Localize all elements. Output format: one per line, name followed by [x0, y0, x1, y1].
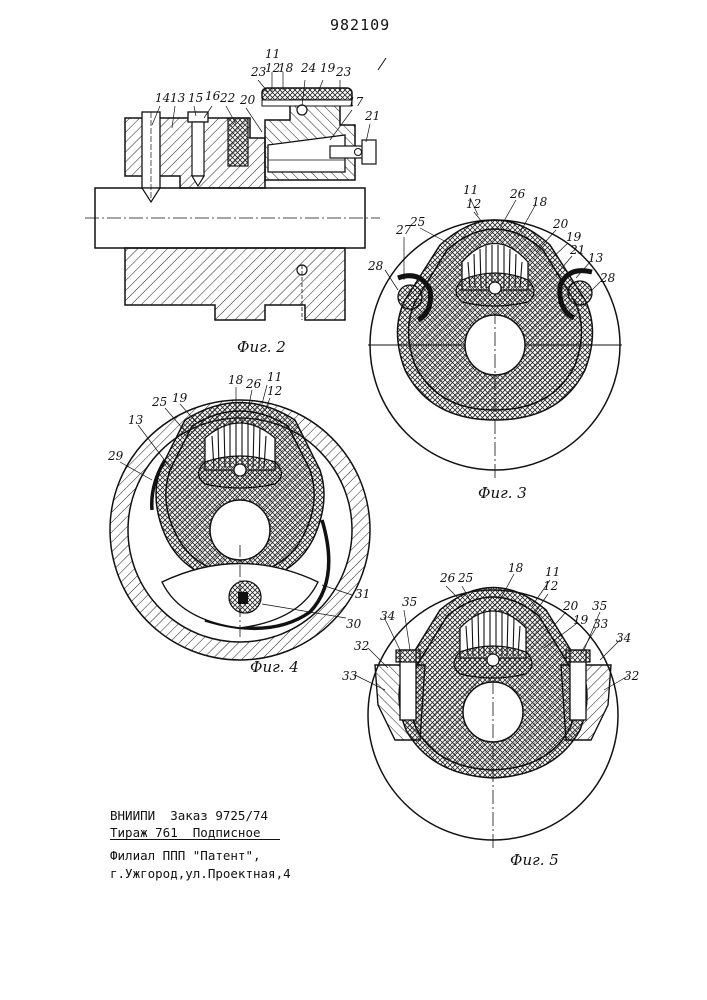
fig3-label: 19	[566, 230, 582, 244]
imprint-line-1: ВНИИПИ Заказ 9725/74	[110, 808, 268, 823]
fig3-roller-right	[568, 281, 592, 305]
fig2-label: 18	[278, 61, 294, 75]
fig4-label: 30	[346, 617, 362, 631]
fig4-label: 25	[151, 395, 167, 409]
imprint-divider	[110, 839, 280, 840]
fig4-label: 12	[267, 384, 282, 398]
fig3-label: 28	[599, 271, 616, 285]
imprint-line-3: Филиал ППП "Патент",	[110, 848, 261, 863]
fig5-label: 18	[508, 561, 524, 575]
fig2-label: 22	[219, 91, 235, 105]
fig5-caption: Фиг. 5	[510, 851, 559, 869]
fig3-label: 21	[569, 243, 585, 257]
fig4-label: 11	[267, 370, 282, 384]
fig5-label: 33	[593, 617, 609, 631]
fig5-label: 32	[354, 639, 369, 653]
fig5-label: 35	[592, 599, 607, 613]
fig3-label: 11	[463, 183, 478, 197]
fig2-label: 21	[364, 109, 380, 123]
fig3-label: 28	[367, 259, 384, 273]
fig3-label: 18	[532, 195, 548, 209]
fig2-label: 16	[205, 89, 221, 103]
fig5-label: 33	[342, 669, 358, 683]
fig3-label: 13	[588, 251, 604, 265]
fig2-label: 15	[188, 91, 203, 105]
fig5-label: 34	[616, 631, 631, 645]
fig5-label: 25	[457, 571, 473, 585]
fig4-label: 19	[172, 391, 188, 405]
fig2-label: 23	[335, 65, 352, 79]
fig4-label: 18	[228, 373, 244, 387]
figure-3: 11 12 26 18 25 20 19 27 21 13 28 28 Фиг.…	[367, 183, 622, 502]
fig2-label: 24	[300, 61, 316, 75]
imprint-line-4: г.Ужгород,ул.Проектная,4	[110, 866, 291, 881]
fig2-label: 17	[348, 95, 364, 109]
fig5-label: 26	[439, 571, 456, 585]
fig2-label: 13	[170, 91, 186, 105]
fig5-label: 12	[543, 579, 558, 593]
fig4-label: 26	[245, 377, 262, 391]
fig5-label: 34	[380, 609, 395, 623]
fig2-label: 20	[239, 93, 256, 107]
hub-body-lower	[125, 248, 345, 320]
fig4-label: 29	[107, 449, 124, 463]
fig2-label: 11	[265, 47, 280, 61]
figure-4: 18 26 11 12 25 19 13 29 31 30 Фиг. 4	[107, 370, 370, 676]
fig4-label: 31	[355, 587, 370, 601]
fig3-label: 12	[466, 197, 481, 211]
fig3-label: 27	[395, 223, 412, 237]
fig4-label: 13	[128, 413, 144, 427]
figure-2: 11 12 18 23 24 19 23 14 13 15 16 22 20 1…	[85, 47, 386, 356]
fig2-caption: Фиг. 2	[237, 338, 286, 356]
fig2-label: 23	[250, 65, 267, 79]
fig3-label: 20	[552, 217, 569, 231]
fig5-label: 32	[624, 669, 639, 683]
fig5-label: 19	[573, 613, 589, 627]
fig4-caption: Фиг. 4	[250, 658, 299, 676]
fig5-label: 11	[545, 565, 560, 579]
fig3-label: 25	[409, 215, 425, 229]
fig5-label: 20	[562, 599, 579, 613]
fig3-roller-left	[398, 285, 422, 309]
screw-22	[228, 118, 248, 166]
fig2-label: 19	[320, 61, 336, 75]
fig2-label: 14	[155, 91, 170, 105]
hole-24	[297, 105, 307, 115]
imprint-line-2: Тираж 761 Подписное	[110, 825, 261, 840]
fig3-label: 26	[509, 187, 526, 201]
figure-5: 26 25 18 11 12 20 35 19 35 33 34 34 32 3…	[342, 561, 639, 869]
fig5-label: 35	[402, 595, 417, 609]
fig3-caption: Фиг. 3	[478, 484, 527, 502]
